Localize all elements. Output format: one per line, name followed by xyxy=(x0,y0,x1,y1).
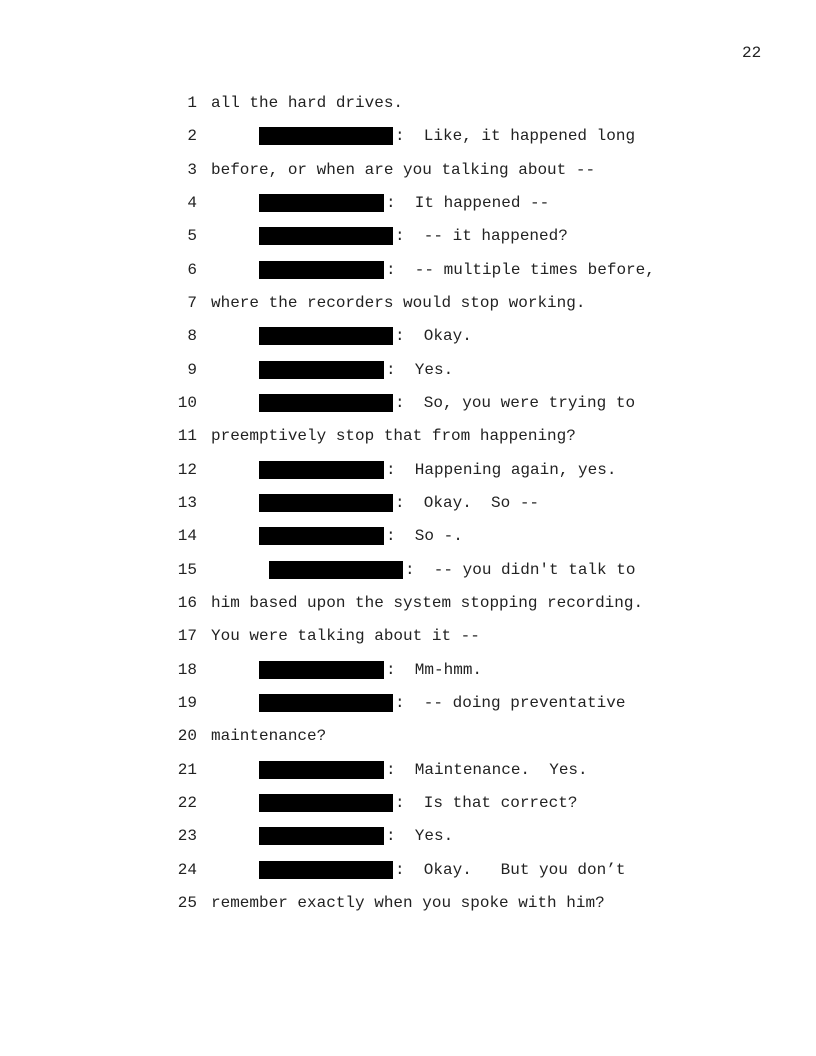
redacted-speaker-name xyxy=(259,827,384,846)
line-number: 15 xyxy=(177,560,197,579)
speaker-turn: : -- doing preventative xyxy=(259,693,625,713)
speaker-turn: : Like, it happened long xyxy=(259,126,635,146)
redacted-speaker-name xyxy=(259,360,384,379)
speaker-turn: : Maintenance. Yes. xyxy=(259,760,588,780)
redacted-speaker-name xyxy=(259,860,393,879)
speech-text: preemptively stop that from happening? xyxy=(211,427,576,446)
speaker-turn: : Mm-hmm. xyxy=(259,660,482,680)
speaker-turn: : -- it happened? xyxy=(259,226,568,246)
line-number: 11 xyxy=(177,427,197,446)
speaker-turn: : Okay. xyxy=(259,326,472,346)
redacted-speaker-name xyxy=(259,527,384,546)
speech-text: where the recorders would stop working. xyxy=(211,294,586,313)
speech-text: before, or when are you talking about -- xyxy=(211,160,596,179)
speech-text: : Okay. But you don’t xyxy=(395,860,626,879)
speaker-turn: : Okay. So -- xyxy=(259,493,539,513)
speaker-turn: : Yes. xyxy=(259,826,453,846)
speaker-turn: : So -. xyxy=(259,526,463,546)
line-number: 25 xyxy=(177,894,197,913)
speaker-turn: : -- multiple times before, xyxy=(259,260,655,280)
speaker-turn: : So, you were trying to xyxy=(259,393,635,413)
line-number: 7 xyxy=(187,294,197,313)
speaker-turn: : It happened -- xyxy=(259,193,549,213)
line-number: 6 xyxy=(187,260,197,279)
line-number: 9 xyxy=(187,360,197,379)
line-number: 12 xyxy=(177,460,197,479)
line-number: 14 xyxy=(177,527,197,546)
speaker-turn: : Happening again, yes. xyxy=(259,460,616,480)
redacted-speaker-name xyxy=(259,260,384,279)
line-number: 5 xyxy=(187,227,197,246)
speech-text: : Is that correct? xyxy=(395,794,578,813)
speech-text: You were talking about it -- xyxy=(211,627,480,646)
redacted-speaker-name xyxy=(259,127,393,146)
line-number: 23 xyxy=(177,827,197,846)
redacted-speaker-name xyxy=(259,394,393,413)
line-number: 10 xyxy=(177,394,197,413)
line-number: 3 xyxy=(187,160,197,179)
speech-text: : Maintenance. Yes. xyxy=(386,760,588,779)
redacted-speaker-name xyxy=(259,760,384,779)
line-number: 22 xyxy=(177,794,197,813)
speech-text: : Mm-hmm. xyxy=(386,660,483,679)
page-number: 22 xyxy=(742,44,762,62)
speech-text: : -- you didn't talk to xyxy=(405,560,636,579)
line-number: 19 xyxy=(177,694,197,713)
line-number: 4 xyxy=(187,194,197,213)
speaker-turn: : Yes. xyxy=(259,360,453,380)
speech-text: : Happening again, yes. xyxy=(386,460,617,479)
line-number: 20 xyxy=(177,727,197,746)
speech-text: : -- multiple times before, xyxy=(386,260,655,279)
redacted-speaker-name xyxy=(269,560,403,579)
speech-text: : It happened -- xyxy=(386,194,550,213)
redacted-speaker-name xyxy=(259,227,393,246)
line-number: 1 xyxy=(187,94,197,112)
speaker-turn: : -- you didn't talk to xyxy=(269,560,635,580)
speech-text: : -- doing preventative xyxy=(395,694,626,713)
speaker-turn: : Is that correct? xyxy=(259,793,577,813)
line-number: 18 xyxy=(177,660,197,679)
redacted-speaker-name xyxy=(259,460,384,479)
speech-text: remember exactly when you spoke with him… xyxy=(211,894,605,913)
redacted-speaker-name xyxy=(259,794,393,813)
line-number: 17 xyxy=(177,627,197,646)
speech-text: : So -. xyxy=(386,527,463,546)
redacted-speaker-name xyxy=(259,327,393,346)
redacted-speaker-name xyxy=(259,660,384,679)
speech-text: : So, you were trying to xyxy=(395,394,636,413)
speech-text: all the hard drives. xyxy=(211,94,404,112)
redacted-speaker-name xyxy=(259,694,393,713)
line-number: 8 xyxy=(187,327,197,346)
speech-text: maintenance? xyxy=(211,727,327,746)
speaker-turn: : Okay. But you don’t xyxy=(259,860,625,880)
speech-text: : Okay. So -- xyxy=(395,494,540,513)
speech-text: : Yes. xyxy=(386,360,454,379)
line-number: 16 xyxy=(177,594,197,613)
line-number: 13 xyxy=(177,494,197,513)
redacted-speaker-name xyxy=(259,194,384,213)
line-number: 21 xyxy=(177,760,197,779)
line-number: 2 xyxy=(187,127,197,146)
speech-text: : Okay. xyxy=(395,327,472,346)
line-number: 24 xyxy=(177,860,197,879)
redacted-speaker-name xyxy=(259,494,393,513)
speech-text: : Like, it happened long xyxy=(395,127,636,146)
speech-text: : Yes. xyxy=(386,827,454,846)
speech-text: him based upon the system stopping recor… xyxy=(211,594,644,613)
speech-text: : -- it happened? xyxy=(395,227,568,246)
